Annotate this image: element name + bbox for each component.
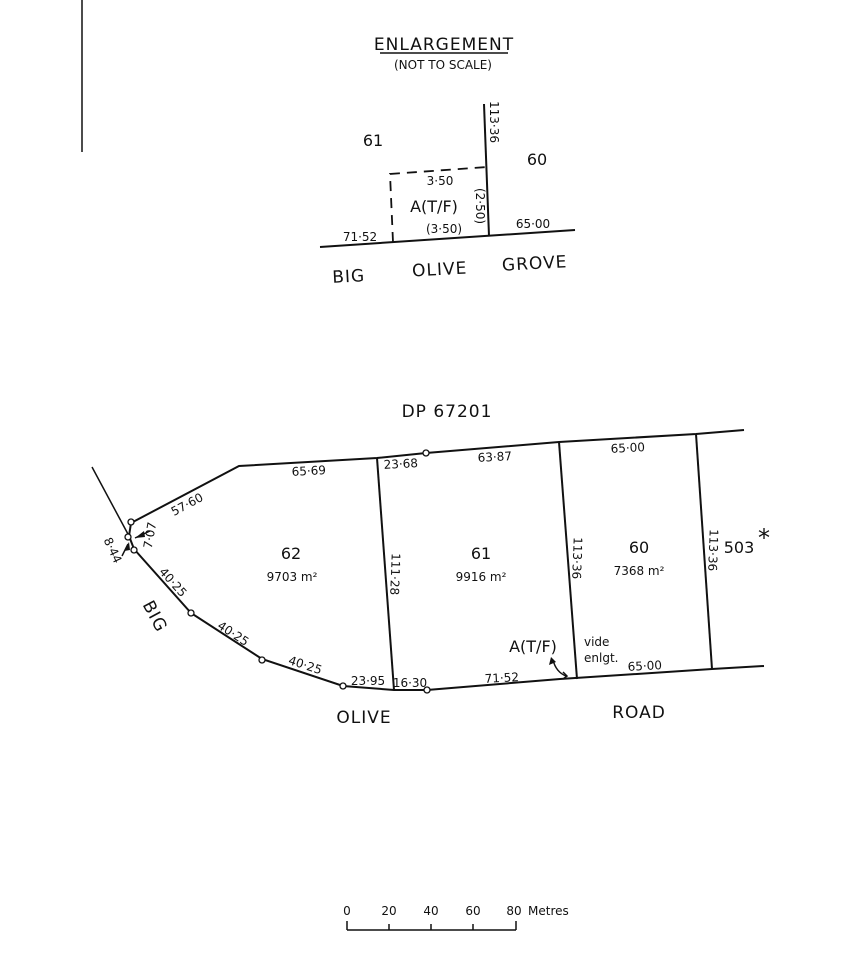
- scale-label-0: 0: [343, 904, 351, 918]
- survey-mark: [423, 686, 431, 694]
- dim-71-52: 71·52: [484, 670, 519, 686]
- lot-61-area: 9916 m²: [456, 570, 507, 584]
- scale-label-80: 80: [506, 904, 521, 918]
- lot-62-number: 62: [281, 544, 301, 563]
- dim-65-00-top: 65·00: [610, 440, 645, 456]
- enlargement-dim-2-50: (2·50): [473, 188, 487, 224]
- scale-label-40: 40: [423, 904, 438, 918]
- enlargement-subtitle: (NOT TO SCALE): [394, 58, 492, 72]
- lot-61-number: 61: [471, 544, 491, 563]
- vide-enlargement-line2: enlgt.: [584, 651, 618, 665]
- asterisk-note-mark: *: [758, 524, 770, 552]
- enlargement-dim-65-00: 65·00: [516, 217, 550, 231]
- dim-65-69: 65·69: [291, 463, 326, 479]
- road-name-road: ROAD: [612, 703, 666, 723]
- top-boundary: [130, 429, 745, 524]
- lot-boundary-62-61: [376, 457, 395, 691]
- dim-40-25-b: 40·25: [215, 618, 251, 648]
- dim-arrow-head: [124, 542, 130, 551]
- dim-65-00-bottom: 65·00: [627, 658, 662, 674]
- dim-23-95: 23·95: [351, 674, 385, 688]
- dim-113-36-a: 113·36: [569, 537, 584, 579]
- survey-mark: [258, 656, 266, 664]
- enlargement-easement-label: A(T/F): [410, 197, 458, 216]
- dim-arrow-head: [135, 531, 145, 538]
- scale-label-20: 20: [381, 904, 396, 918]
- main-plan: DP 67201 65·69 23·68 63·87 65·00 57·60: [91, 402, 770, 728]
- enlargement-road-olive: OLIVE: [412, 259, 468, 282]
- dim-16-30: 16·30: [393, 676, 427, 690]
- easement-label: A(T/F): [509, 637, 557, 656]
- dim-63-87: 63·87: [477, 449, 512, 465]
- survey-mark: [130, 546, 138, 554]
- enlargement-dim-71-52: 71·52: [343, 230, 377, 244]
- dim-8-44: 8·44: [101, 535, 125, 565]
- easement-dashed-outline: [389, 166, 488, 243]
- lot-60-area: 7368 m²: [614, 564, 665, 578]
- enlargement-road-big: BIG: [332, 266, 366, 288]
- scale-unit: Metres: [528, 904, 569, 918]
- road-name-olive: OLIVE: [336, 708, 391, 728]
- survey-mark: [187, 609, 195, 617]
- scale-label-60: 60: [465, 904, 480, 918]
- dim-111-28: 111·28: [387, 553, 402, 595]
- survey-mark: [422, 449, 430, 457]
- enlargement-dim-3-50-bottom: (3·50): [426, 222, 462, 236]
- survey-mark: [124, 533, 132, 541]
- enlargement-dim-3-50-top: 3·50: [427, 174, 454, 188]
- lot-62-area: 9703 m²: [267, 570, 318, 584]
- dp-label: DP 67201: [402, 402, 493, 422]
- road-name-big: BIG: [138, 597, 171, 635]
- dim-7-07: 7·07: [141, 521, 159, 550]
- lot-boundary-60-503: [695, 433, 713, 670]
- enlargement-road-boundary: [319, 229, 576, 248]
- road-frontage-boundary: [128, 535, 765, 691]
- dim-23-68: 23·68: [383, 456, 418, 472]
- vide-enlargement-line1: vide: [584, 635, 609, 649]
- enlargement-inset: ENLARGEMENT (NOT TO SCALE) 61 60 113·36 …: [319, 35, 576, 288]
- scale-bar: 0 20 40 60 80 Metres: [343, 904, 569, 931]
- easement-mark: [562, 671, 569, 680]
- enlargement-lot-boundary: [483, 103, 490, 237]
- survey-mark: [339, 682, 347, 690]
- lot-60-number: 60: [629, 538, 649, 557]
- enlargement-lot-61: 61: [363, 131, 383, 150]
- dim-113-36-b: 113·36: [705, 529, 720, 571]
- dim-40-25-a: 40·25: [156, 565, 189, 600]
- survey-mark: [127, 518, 135, 526]
- enlargement-title: ENLARGEMENT: [374, 35, 514, 55]
- easement-callout-arrowhead: [549, 657, 556, 665]
- adjacent-lot-503: 503: [724, 538, 755, 557]
- enlargement-lot-60: 60: [527, 150, 547, 169]
- lot-boundary-61-60: [558, 441, 578, 680]
- big-road-line: [91, 466, 130, 537]
- enlargement-dim-113-36: 113·36: [487, 101, 501, 143]
- enlargement-road-grove: GROVE: [502, 252, 568, 275]
